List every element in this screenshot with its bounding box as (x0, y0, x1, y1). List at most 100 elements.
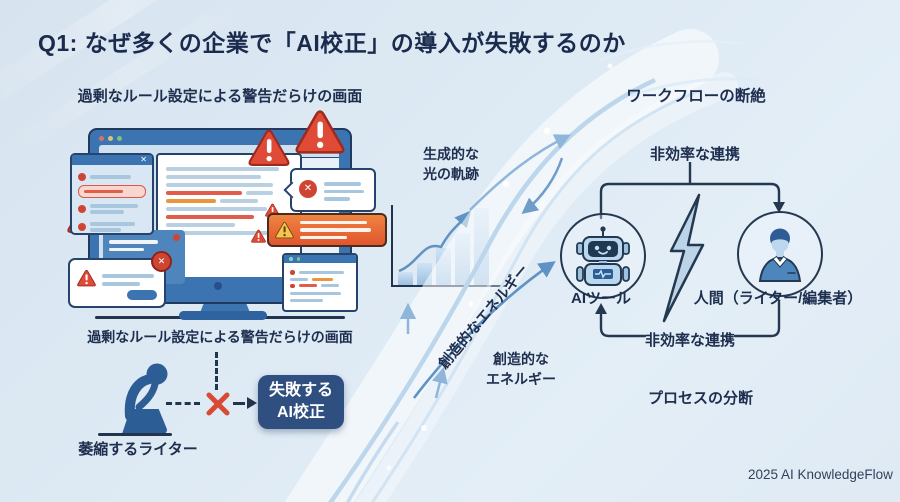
red-x-icon (206, 392, 230, 416)
monitor-caption: 過剰なルール設定による警告だらけの画面 (87, 329, 353, 345)
dialog-body (72, 165, 152, 242)
yellow-warning-triangle-icon (275, 221, 294, 239)
text-group (324, 178, 368, 205)
text-line (298, 270, 344, 274)
text-line (324, 182, 362, 186)
window-dot-yellow (108, 135, 113, 141)
text-line (166, 175, 261, 179)
head (146, 363, 168, 385)
warning-triangle-icon (251, 229, 266, 243)
left-section-heading: 過剰なルール設定による警告だらけの画面 (77, 88, 363, 105)
dejected-writer-figure (122, 363, 168, 434)
arm (135, 380, 159, 411)
text-line (220, 199, 259, 203)
page-title: Q1: なぜ多くの企業で「AI校正」の導入が失敗するのか (38, 30, 626, 56)
text-line (300, 228, 372, 232)
text-line (290, 292, 341, 295)
fail-box-line1: 失敗する (268, 382, 333, 400)
ai-tool-label: AIツール (570, 290, 631, 307)
flagged-text-line (312, 277, 333, 281)
error-x-icon: ✕ (299, 180, 317, 198)
robot-icon (576, 226, 630, 286)
human-avatar-icon (758, 228, 802, 282)
window-dot-red (99, 135, 104, 141)
error-x-badge-icon: ✕ (151, 251, 172, 272)
text-line (90, 204, 138, 208)
alert-row (78, 202, 146, 216)
generative-light-line1: 生成的な (423, 146, 479, 162)
error-dot-icon (78, 173, 86, 181)
text-line (109, 247, 144, 251)
dialog-button (127, 290, 157, 300)
ground-line (98, 433, 172, 436)
small-window-body (284, 263, 356, 310)
flagged-text-line (166, 191, 242, 195)
text-line (324, 189, 364, 193)
flagged-text-line (166, 199, 217, 203)
alert-row (290, 270, 350, 275)
fail-box: 失敗する AI校正 (258, 375, 344, 429)
alert-row (78, 173, 146, 181)
text-line (90, 228, 121, 232)
text-line (166, 207, 267, 211)
text-line (84, 190, 124, 193)
warning-triangle-icon (77, 269, 96, 287)
leg (128, 409, 167, 434)
warning-triangle-icon (248, 128, 290, 167)
sparkle-dot (421, 425, 427, 431)
writer-label: 萎縮するライター (78, 441, 198, 458)
text-row (166, 191, 292, 195)
window-dot (296, 257, 300, 261)
flagged-text-line (166, 215, 255, 219)
dashed-connector-horizontal (233, 402, 245, 405)
human-node (737, 211, 823, 297)
small-up-arrow (431, 366, 448, 399)
monitor-chin-dot (214, 282, 222, 290)
text-line (90, 175, 131, 179)
text-line (90, 210, 124, 214)
process-split-label: プロセスの分断 (647, 390, 753, 407)
text-line (102, 282, 140, 286)
text-line (90, 222, 135, 226)
text-line (166, 183, 274, 187)
alert-row (290, 283, 350, 288)
monitor-titlebar (94, 133, 346, 143)
human-label: 人間（ライター/編集者） (693, 290, 863, 307)
dialog-titlebar: ✕ (72, 155, 152, 165)
swoosh-line (345, 420, 400, 502)
text-line (166, 223, 236, 227)
down-left-arrow (521, 157, 564, 215)
fail-box-line2: AI校正 (276, 404, 325, 421)
inefficient-link-bottom-label: 非効率な連携 (644, 332, 735, 349)
text-group (90, 202, 146, 216)
dashed-connector-horizontal (166, 402, 200, 405)
alert-row (78, 220, 146, 234)
text-row (290, 277, 350, 281)
error-speech-bubble: ✕ (283, 168, 376, 212)
sparkle-dot (386, 465, 392, 471)
text-line (245, 191, 274, 195)
text-line (300, 235, 348, 240)
small-browser-window (282, 253, 358, 312)
inefficient-link-top-label: 非効率な連携 (649, 146, 740, 163)
text-group (90, 220, 146, 234)
generative-light-label: 生成的な 光の軌跡 (403, 144, 499, 185)
arrow-head-down (773, 202, 785, 213)
text-line (320, 284, 339, 288)
orange-alert-banner (267, 213, 387, 247)
text-line (102, 274, 154, 278)
generative-light-line2: 光の軌跡 (423, 166, 479, 183)
error-dot-icon (78, 205, 86, 213)
text-line (109, 240, 158, 244)
close-icon: ✕ (140, 155, 147, 164)
text-line (166, 231, 274, 235)
sparkle-dot (607, 63, 613, 69)
workflow-heading: ワークフローの断絶 (626, 88, 766, 105)
trend-arrow (398, 210, 472, 273)
error-dot-icon (78, 223, 86, 231)
small-window-titlebar (284, 255, 356, 263)
text-group (300, 217, 379, 244)
creative-energy-label: 創造的な エネルギー (476, 349, 566, 390)
highlighted-error-field (78, 185, 146, 198)
